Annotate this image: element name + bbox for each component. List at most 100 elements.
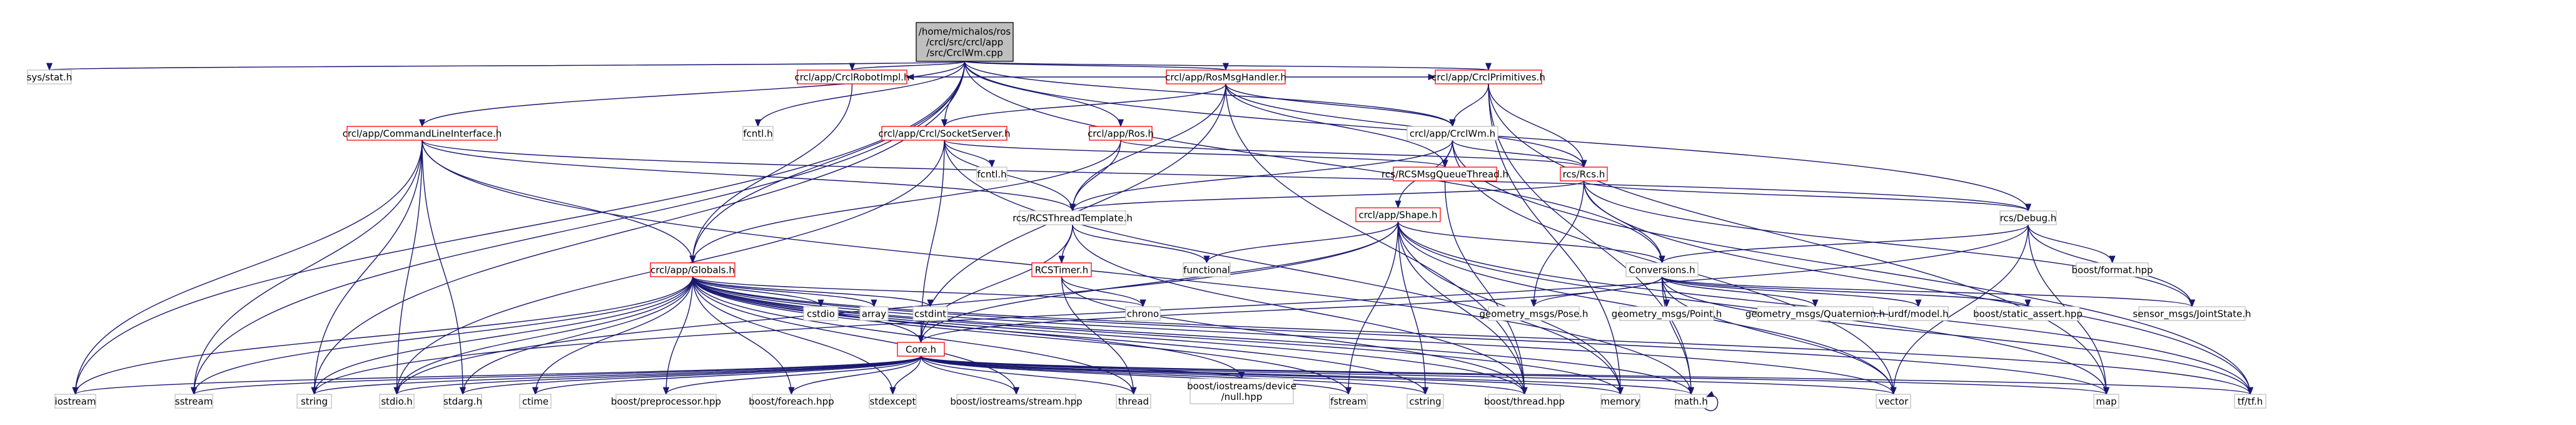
edge-root-to-globals xyxy=(689,61,966,264)
node-core-label: Core.h xyxy=(906,344,936,356)
node-fstream-box xyxy=(1329,394,1368,409)
node-cstring: cstring xyxy=(1407,394,1444,409)
edge-cli-to-rcsthread xyxy=(422,140,1076,212)
edge-cli-to-rcsdebug xyxy=(422,140,2031,212)
edge-rcs-to-tftf xyxy=(1583,180,2253,396)
node-ctime-box xyxy=(519,394,552,409)
node-rcs-label: rcs/Rcs.h xyxy=(1563,169,1605,180)
node-stdexcept-box xyxy=(869,394,917,409)
edge-rcstimer-to-chrono xyxy=(1061,276,1146,308)
node-rcstimer[interactable]: RCSTimer.h xyxy=(1031,262,1092,277)
node-boostformat-label: boost/format.hpp xyxy=(2072,265,2153,276)
edge-socketserver-to-rcsthread xyxy=(944,140,1076,212)
edge-root-to-fcntl_a xyxy=(755,61,966,128)
node-root[interactable]: /home/michalos/ros/crcl/src/crcl/app/src… xyxy=(916,22,1014,62)
edge-core-to-stdio xyxy=(393,356,922,396)
edge-globals-to-fstream xyxy=(692,276,1351,396)
node-roshandler[interactable]: crcl/app/RosMsgHandler.h xyxy=(1165,69,1286,84)
edge-cli-to-string xyxy=(311,140,423,396)
node-fstream: fstream xyxy=(1329,394,1368,409)
node-nulldev-label: /null.hpp xyxy=(1221,391,1263,402)
node-string-label: string xyxy=(301,396,328,407)
edge-globals-to-array xyxy=(692,276,877,308)
node-ctime-label: ctime xyxy=(522,396,548,407)
node-cstdint-box xyxy=(912,306,948,321)
node-ros-label: crcl/app/Ros.h xyxy=(1088,128,1154,140)
node-robotimpl-label: crcl/app/CrclRobotImpl.h xyxy=(794,72,909,83)
edge-core-to-vector xyxy=(920,356,1896,396)
node-shape[interactable]: crcl/app/Shape.h xyxy=(1355,207,1441,222)
node-cstdio-label: cstdio xyxy=(807,309,835,320)
node-map-box xyxy=(2093,394,2119,409)
node-sstream-box xyxy=(174,394,213,409)
edge-globals-to-tftf xyxy=(692,276,2253,396)
node-ros[interactable]: crcl/app/Ros.h xyxy=(1088,126,1154,141)
node-pose: geometry_msgs/Pose.h xyxy=(1479,306,1589,321)
node-boostthread-label: boost/thread.hpp xyxy=(1484,396,1565,407)
edge-layer xyxy=(48,61,2253,411)
node-primitives-box xyxy=(1435,69,1542,84)
node-tftf-box xyxy=(2234,394,2266,409)
node-stdexcept-label: stdexcept xyxy=(870,396,916,407)
edge-robotimpl-to-globals xyxy=(689,83,853,264)
node-thread: thread xyxy=(1116,394,1151,409)
edge-cli-to-globals xyxy=(422,140,696,264)
edge-socketserver-to-rcsqueue xyxy=(944,140,1448,168)
edge-primitives-to-memory xyxy=(1488,83,1624,396)
node-conversions: Conversions.h xyxy=(1625,262,1699,277)
node-rcsthread-box xyxy=(1019,210,1126,225)
edge-core-to-ctime xyxy=(532,356,922,396)
node-layer: /home/michalos/ros/crcl/src/crcl/app/src… xyxy=(27,22,2266,409)
node-vector-label: vector xyxy=(1879,396,1909,407)
node-shape-box xyxy=(1355,207,1441,222)
edge-core-to-fstream xyxy=(920,356,1351,396)
node-thread-label: thread xyxy=(1118,396,1149,407)
node-socketserver[interactable]: crcl/app/Crcl/SocketServer.h xyxy=(879,126,1011,141)
edge-shape-to-functional xyxy=(1203,221,1399,264)
node-ros-box xyxy=(1089,126,1153,141)
node-cstdio-box xyxy=(803,306,839,321)
edge-rcs-to-rcsthread xyxy=(1069,180,1585,212)
node-primitives[interactable]: crcl/app/CrclPrimitives.h xyxy=(1432,69,1545,84)
node-cstring-label: cstring xyxy=(1409,396,1441,407)
edge-core-to-foreach xyxy=(788,356,922,396)
node-root-label: /home/michalos/ros xyxy=(919,26,1011,38)
edge-crclwm-to-rcsthread xyxy=(1069,140,1453,212)
node-pose-box xyxy=(1488,306,1580,321)
edge-rcs-to-jointstate xyxy=(1583,180,2195,308)
node-functional-label: functional xyxy=(1183,265,1230,276)
node-foreach-label: boost/foreach.hpp xyxy=(749,396,834,407)
node-quaternion-box xyxy=(1757,306,1874,321)
node-memory-label: memory xyxy=(1601,396,1640,407)
node-tftf-label: tf/tf.h xyxy=(2238,396,2263,407)
node-rcs[interactable]: rcs/Rcs.h xyxy=(1560,166,1608,182)
edge-shape-to-fstream xyxy=(1345,221,1399,396)
node-nulldev-box xyxy=(1190,378,1294,404)
node-staticassert-box xyxy=(1976,306,2080,321)
node-stdexcept: stdexcept xyxy=(869,394,917,409)
node-chrono-label: chrono xyxy=(1127,309,1159,320)
edge-primitives-to-rcs xyxy=(1488,83,1587,168)
edge-rcsthread-to-functional xyxy=(1072,224,1210,264)
edge-root-to-iostream xyxy=(72,61,966,396)
node-core[interactable]: Core.h xyxy=(897,342,945,357)
edge-conversions-to-staticassert xyxy=(1661,276,2031,308)
edge-math-to-math xyxy=(1704,391,1719,411)
edge-core-to-iostreams xyxy=(920,356,1019,396)
node-cli[interactable]: crcl/app/CommandLineInterface.h xyxy=(343,126,502,141)
node-memory: memory xyxy=(1600,394,1640,409)
node-stdarg-label: stdarg.h xyxy=(443,396,482,407)
node-rcsqueue[interactable]: rcs/RCSMsgQueueThread.h xyxy=(1381,166,1508,182)
node-globals[interactable]: crcl/app/Globals.h xyxy=(650,262,735,277)
node-nulldev: boost/iostreams/device/null.hpp xyxy=(1187,378,1296,404)
node-thread-box xyxy=(1116,394,1151,409)
node-crclwm-label: crcl/app/CrclWm.h xyxy=(1410,128,1495,140)
edge-cli-to-stdio xyxy=(393,140,423,396)
edge-core-to-boostthread xyxy=(920,356,1528,396)
node-iostream: iostream xyxy=(54,394,96,409)
node-quaternion: geometry_msgs/Quaternion.h xyxy=(1745,306,1885,321)
node-socketserver-box xyxy=(881,126,1008,141)
edge-roshandler-to-crclwm xyxy=(1225,83,1456,128)
edge-core-to-stdexcept xyxy=(889,356,922,396)
node-robotimpl[interactable]: crcl/app/CrclRobotImpl.h xyxy=(794,69,910,84)
